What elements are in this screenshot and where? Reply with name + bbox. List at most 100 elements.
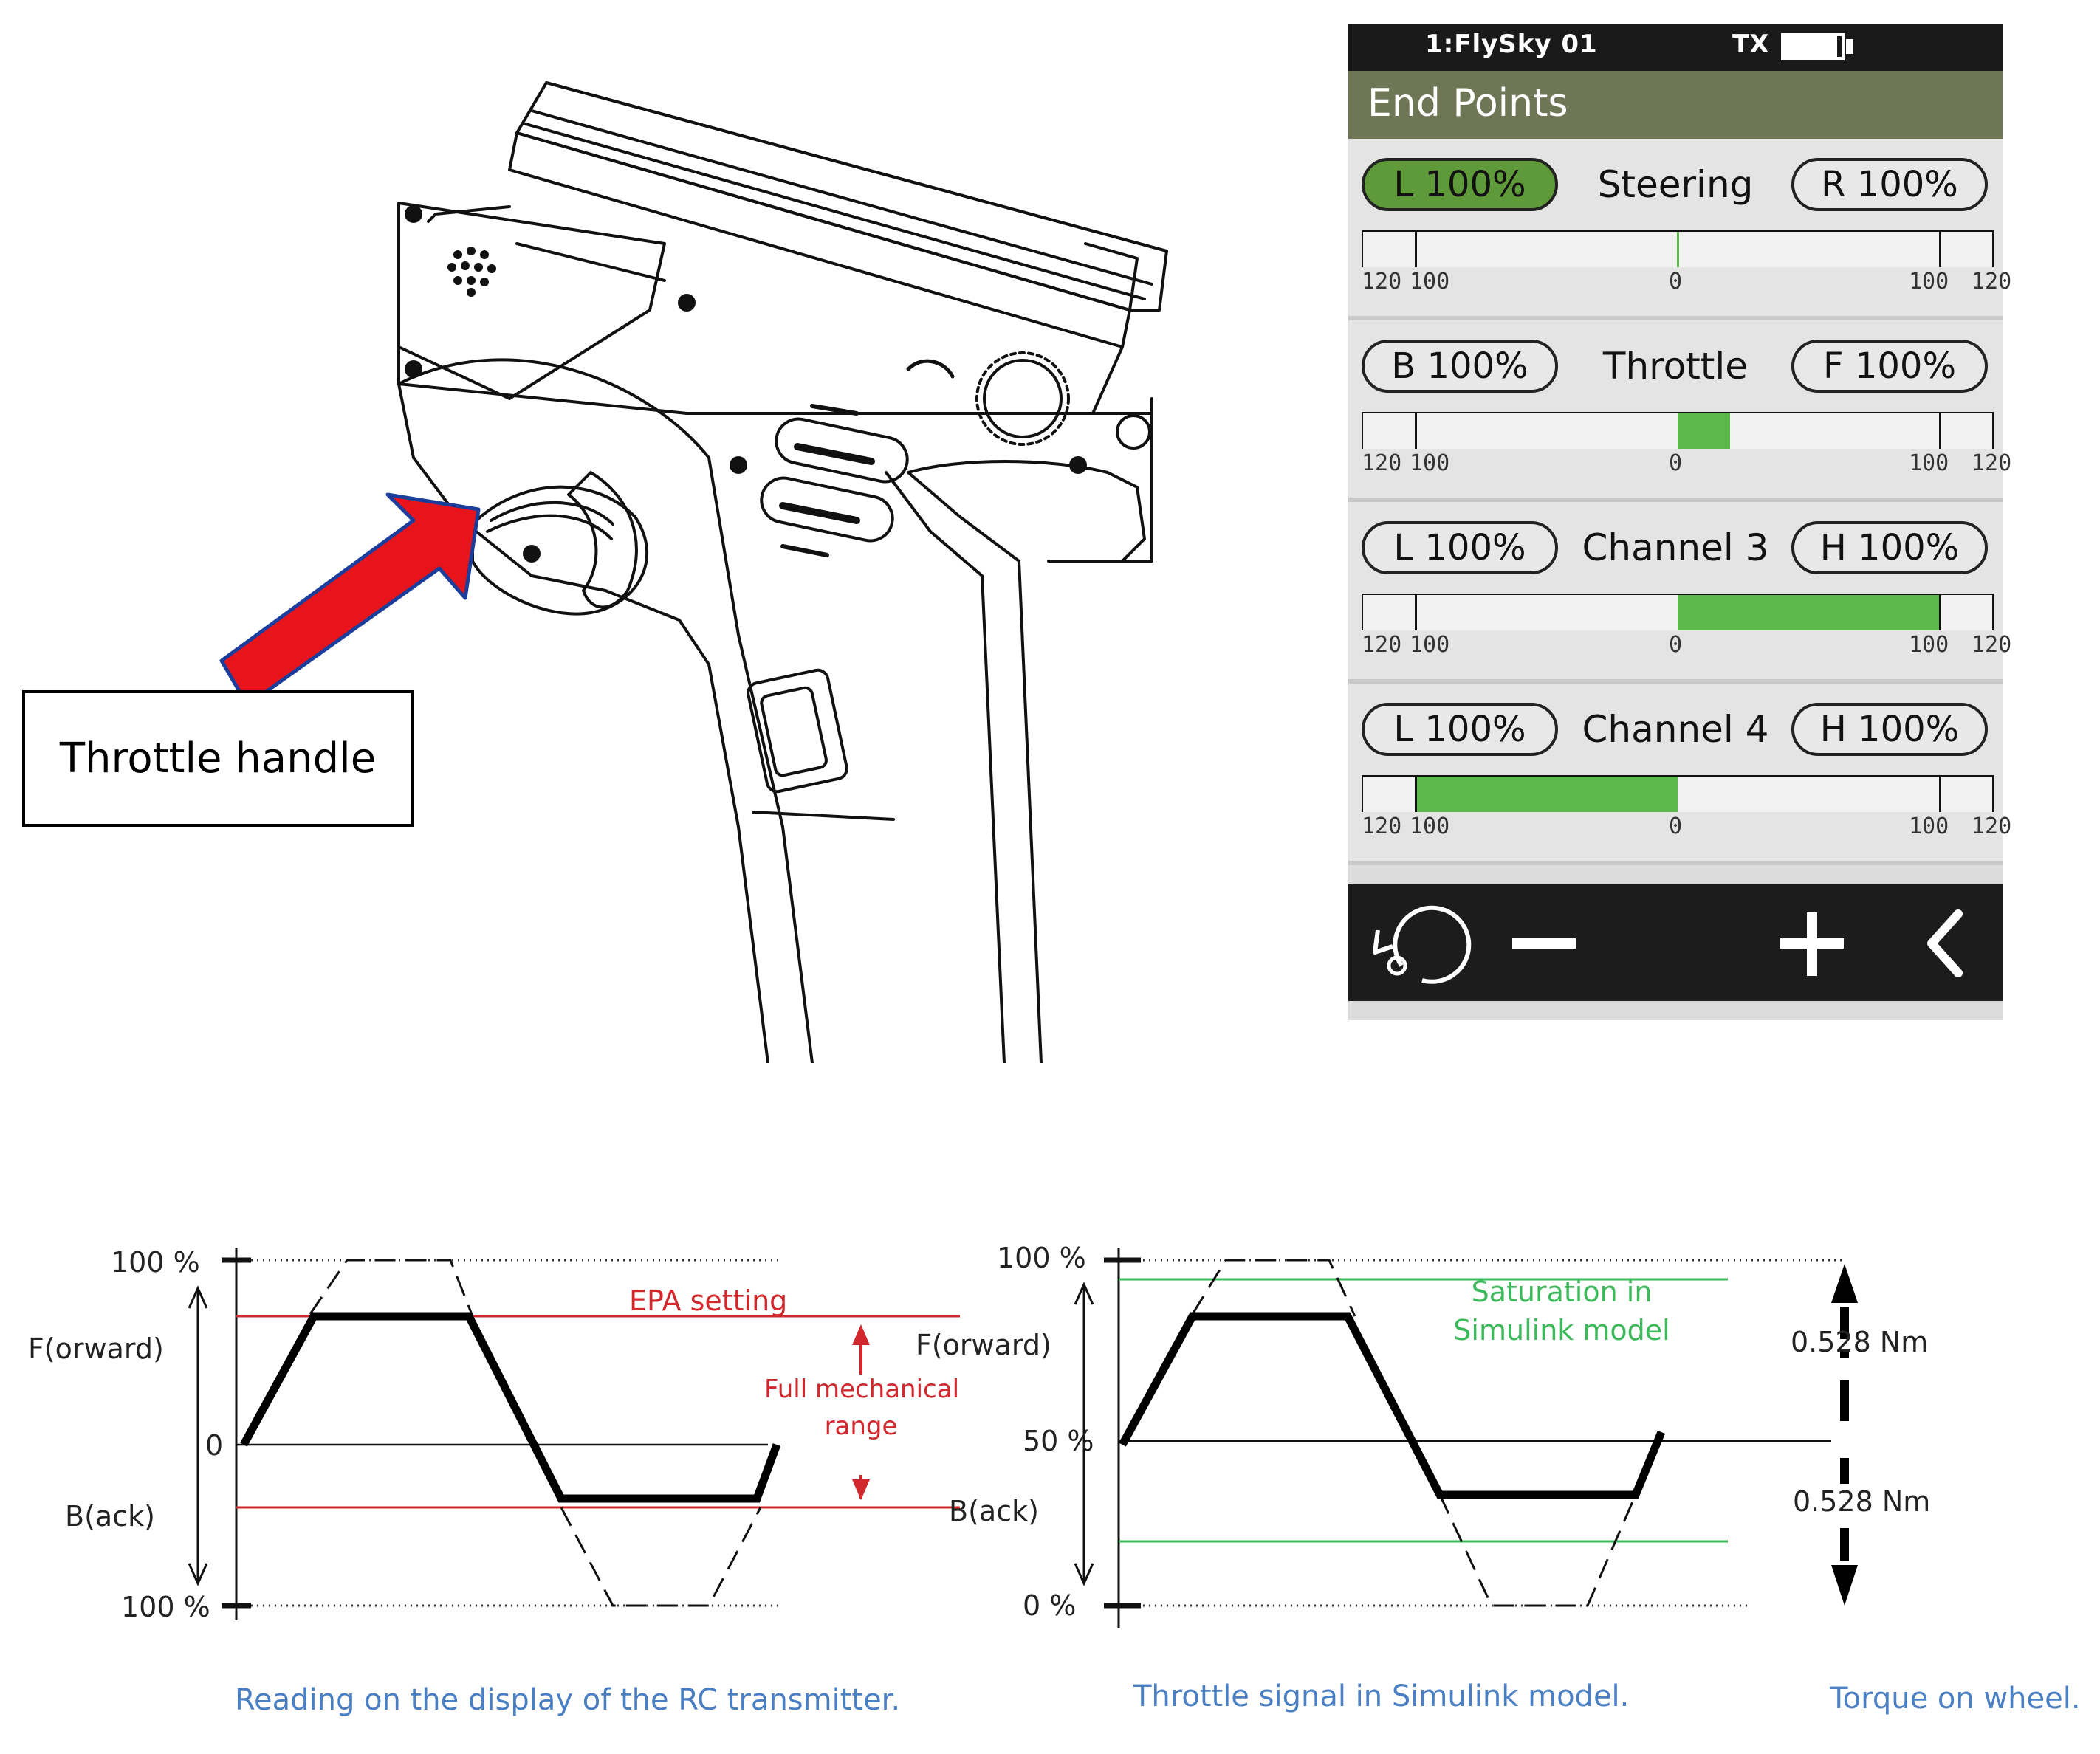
scale-label: 0 [1669, 269, 1683, 295]
scale-label: 120 [1972, 814, 2012, 839]
left-graph [188, 1248, 960, 1620]
channel-travel-bar [1362, 412, 1994, 449]
channel-position-fill [1678, 413, 1730, 449]
screen-title-bar: End Points [1348, 71, 2003, 139]
status-bar: 1:FlySky 01 TX [1348, 24, 2003, 71]
channel-scale: 120 100 0 100 120 [1362, 632, 2011, 661]
torque-lower-label: 0.528 Nm [1793, 1485, 1931, 1518]
right-forward-inline-label: F(orward) [916, 1329, 1051, 1361]
scale-label: 100 [1909, 450, 1949, 476]
left-y-top-label: 100 % [111, 1246, 200, 1279]
scale-label: 100 [1410, 269, 1450, 295]
endpoint-marker [1415, 413, 1417, 449]
tx-label: TX [1732, 30, 1769, 59]
channel-scale: 120 100 0 100 120 [1362, 269, 2011, 298]
reset-icon[interactable] [1373, 905, 1472, 984]
left-endpoint-button[interactable]: L 100% [1362, 158, 1558, 211]
right-endpoint-button[interactable]: H 100% [1791, 703, 1988, 756]
scale-label: 100 [1909, 269, 1949, 295]
model-name: 1:FlySky 01 [1425, 30, 1598, 59]
scale-label: 100 [1410, 814, 1450, 839]
throttle-signal-diagrams: 100 % F(orward) 0 B(ack) 100 % EPA setti… [0, 1181, 2100, 1754]
saturation-label-2: Simulink model [1453, 1314, 1670, 1347]
channel-center-marker [1677, 232, 1679, 267]
right-graph-caption: Throttle signal in Simulink model. [1133, 1679, 1630, 1713]
endpoint-marker [1939, 595, 1941, 630]
endpoint-marker [1415, 595, 1417, 630]
saturation-label-1: Saturation in [1471, 1276, 1653, 1308]
torque-arrows [1831, 1264, 1858, 1606]
endpoint-marker [1939, 413, 1941, 449]
steering-wheel-knob [983, 359, 1063, 438]
left-y-bottom-label: 100 % [121, 1591, 210, 1623]
channel-row: L 100% Channel 3 H 100% 120 100 0 100 120 [1348, 502, 2011, 684]
channel-scale: 120 100 0 100 120 [1362, 814, 2011, 843]
screen-title: End Points [1368, 81, 1568, 125]
scale-label: 120 [1362, 814, 1402, 839]
channel-travel-bar [1362, 230, 1994, 267]
scale-label: 100 [1410, 450, 1450, 476]
back-icon[interactable] [1927, 909, 1963, 977]
channel-row: L 100% Steering R 100% 120 100 0 100 120 [1348, 139, 2011, 320]
left-endpoint-button[interactable]: L 100% [1362, 703, 1558, 756]
scale-label: 100 [1909, 632, 1949, 658]
scale-label: 0 [1669, 632, 1683, 658]
right-y-back-label: B(ack) [949, 1495, 1039, 1527]
scale-label: 120 [1972, 450, 2012, 476]
scale-label: 120 [1362, 450, 1402, 476]
channel-travel-bar [1362, 594, 1994, 630]
speaker-grille [447, 247, 496, 297]
red-arrow-icon [219, 492, 481, 707]
scale-label: 120 [1362, 632, 1402, 658]
channel-position-fill [1678, 595, 1940, 630]
left-signal-trace [240, 1312, 781, 1503]
battery-icon [1781, 33, 1845, 60]
left-y-forward-label: F(orward) [28, 1332, 164, 1365]
right-endpoint-button[interactable]: F 100% [1791, 340, 1988, 393]
channel-scale: 120 100 0 100 120 [1362, 450, 2011, 480]
left-y-zero-label: 0 [205, 1429, 224, 1462]
left-y-back-label: B(ack) [65, 1500, 155, 1533]
scale-label: 120 [1362, 269, 1402, 295]
channel-name: Channel 3 [1582, 526, 1769, 569]
channel-row: L 100% Channel 4 H 100% 120 100 0 100 120 [1348, 684, 2011, 865]
plus-icon[interactable] [1780, 912, 1844, 976]
left-graph-caption: Reading on the display of the RC transmi… [235, 1683, 901, 1717]
bottom-toolbar [1348, 884, 2003, 1001]
scale-label: 0 [1669, 814, 1683, 839]
scale-label: 120 [1972, 632, 2012, 658]
endpoint-marker [1939, 232, 1941, 267]
endpoint-marker [1939, 777, 1941, 812]
throttle-handle-callout: Throttle handle [22, 690, 414, 827]
scale-label: 0 [1669, 450, 1683, 476]
torque-caption: Torque on wheel. [1830, 1682, 2081, 1716]
channel-position-fill [1416, 777, 1678, 812]
right-y-mid-label: 50 % [1023, 1425, 1094, 1457]
endpoint-marker [1415, 777, 1417, 812]
channel-travel-bar [1362, 775, 1994, 812]
right-endpoint-button[interactable]: H 100% [1791, 521, 1988, 574]
scale-label: 100 [1909, 814, 1949, 839]
channel-name: Steering [1597, 163, 1754, 206]
right-y-top-label: 100 % [997, 1242, 1086, 1274]
epa-setting-label: EPA setting [629, 1284, 788, 1317]
right-y-bottom-label: 0 % [1023, 1589, 1077, 1622]
channel-name: Channel 4 [1582, 708, 1769, 751]
right-signal-trace [1119, 1312, 1666, 1499]
right-graph [1074, 1248, 1846, 1628]
full-range-label-1: Full mechanical [764, 1375, 960, 1404]
trigger-outline [471, 485, 649, 616]
scale-label: 120 [1972, 269, 2012, 295]
transmitter-drawing [219, 81, 1168, 1063]
left-endpoint-button[interactable]: B 100% [1362, 340, 1558, 393]
full-range-label-2: range [824, 1411, 898, 1441]
left-endpoint-button[interactable]: L 100% [1362, 521, 1558, 574]
callout-label: Throttle handle [59, 735, 377, 783]
right-endpoint-button[interactable]: R 100% [1791, 158, 1988, 211]
scale-label: 100 [1410, 632, 1450, 658]
minus-icon[interactable] [1512, 938, 1576, 949]
torque-upper-label: 0.528 Nm [1791, 1326, 1929, 1358]
end-points-screen: 1:FlySky 01 TX End Points L 100% Steering… [1348, 24, 2011, 1020]
endpoint-marker [1415, 232, 1417, 267]
